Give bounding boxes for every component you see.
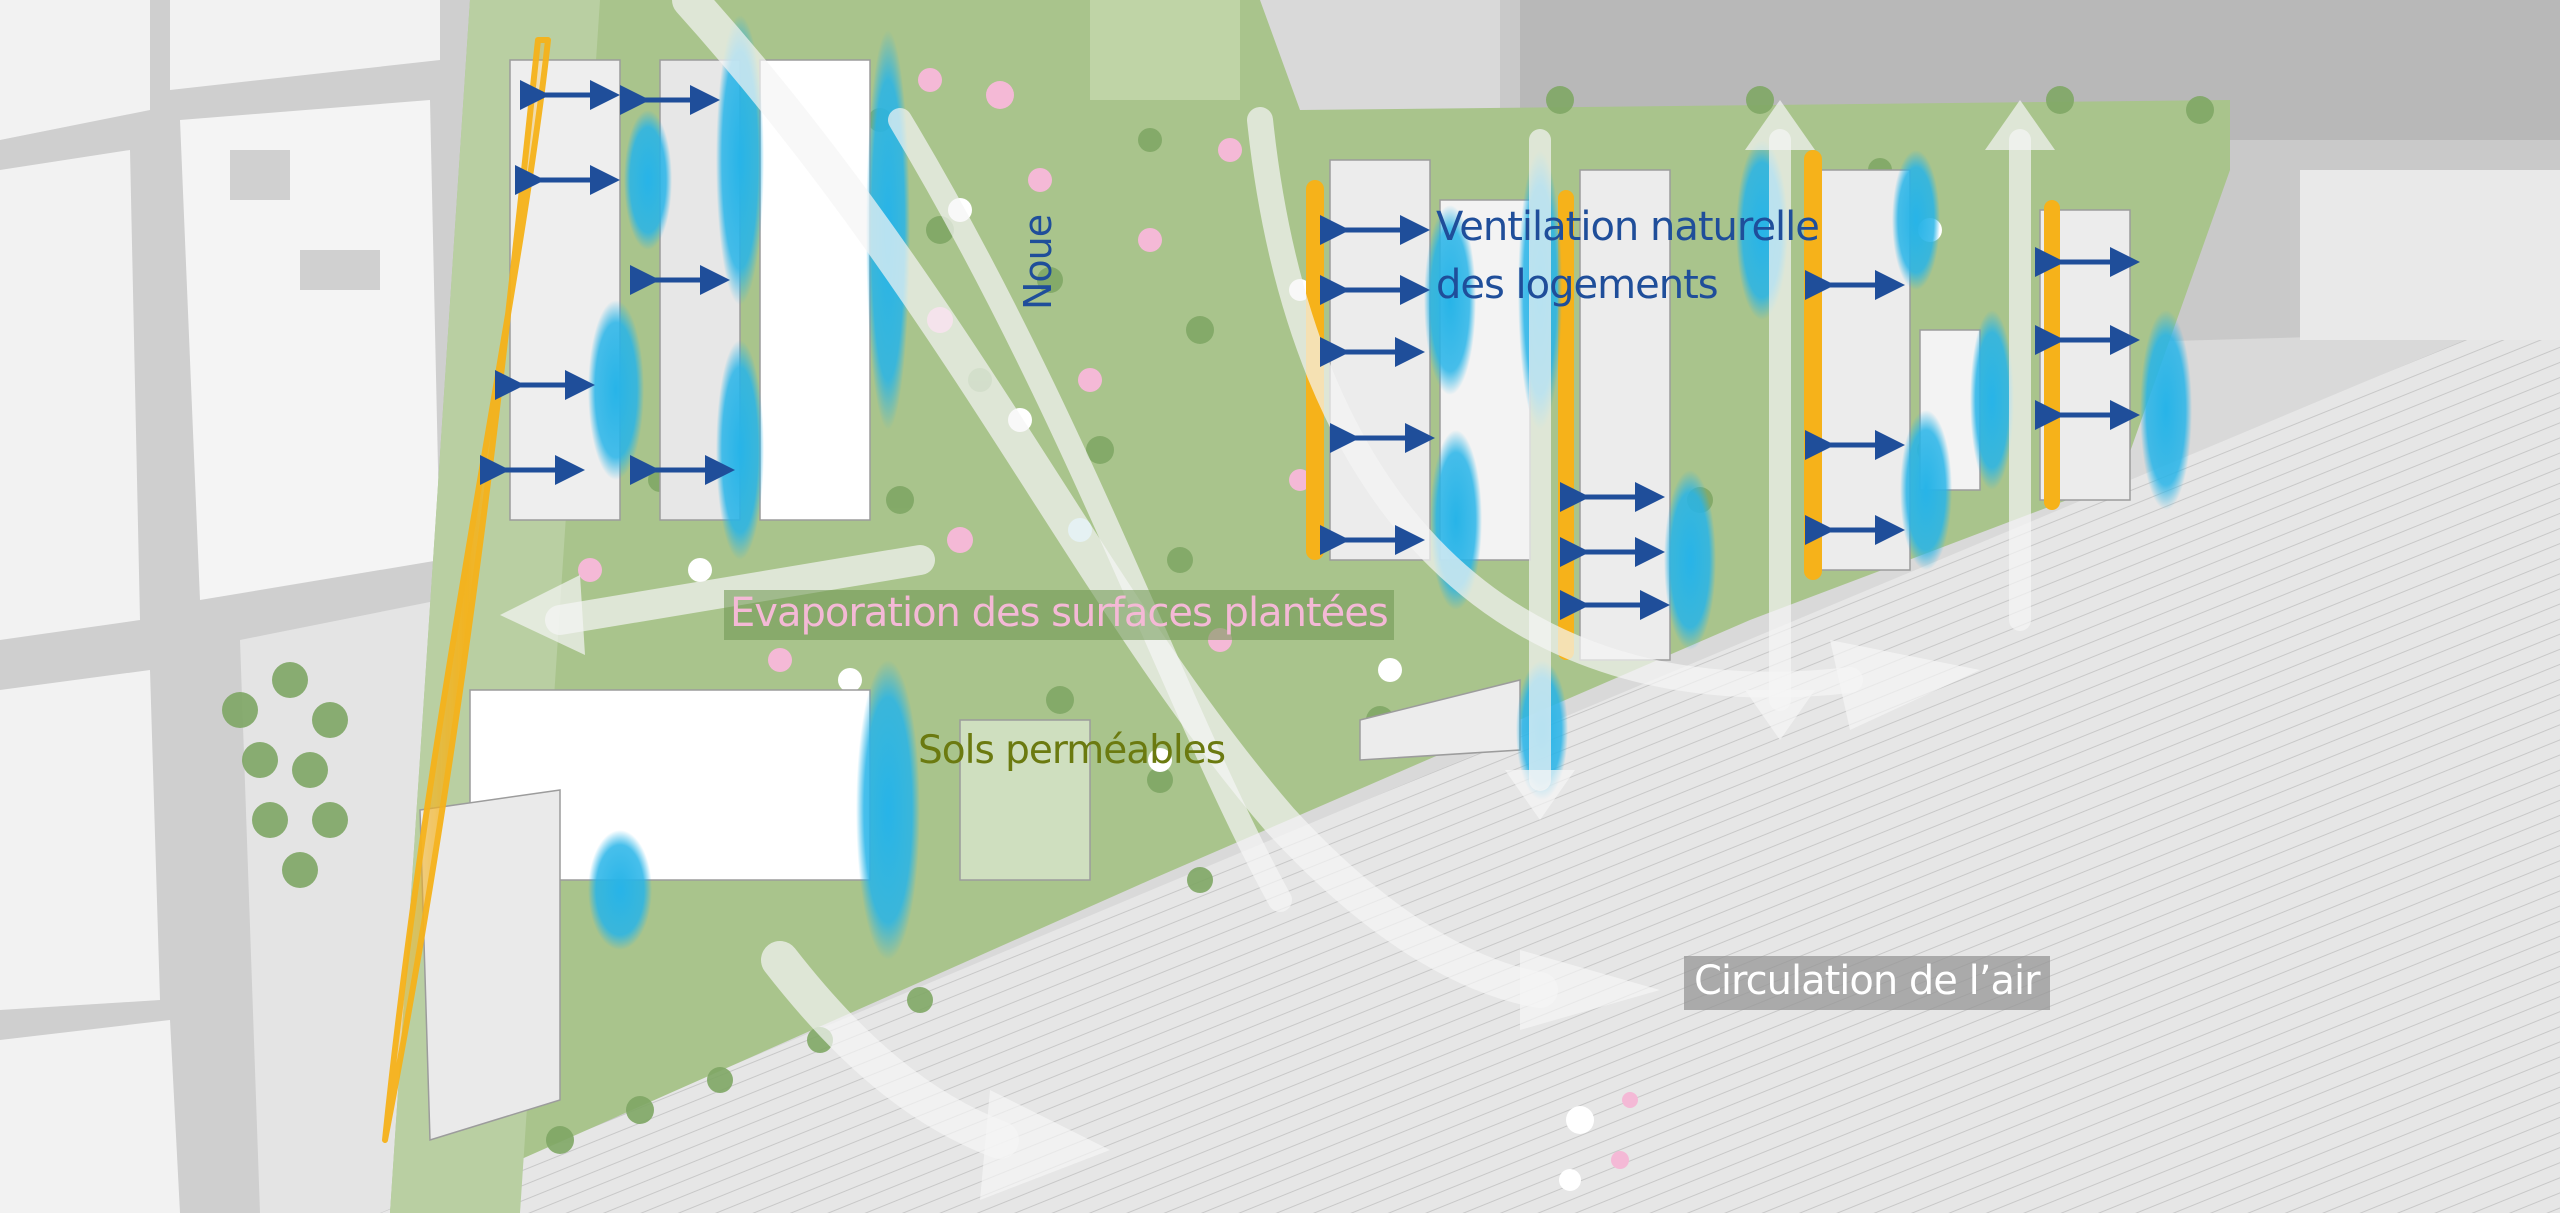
ventilation-label-line1: Ventilation naturelle: [1436, 204, 1820, 250]
air-flow-arrows: [500, 0, 2055, 1200]
city-blocks: [0, 0, 470, 1213]
swale-label: Noue: [1016, 214, 1060, 310]
ventilation-arrows: [480, 80, 2140, 620]
permeable-soils-label: Sols perméables: [918, 728, 1226, 773]
air-circulation-label: Circulation de l’air: [1684, 956, 2050, 1010]
evaporation-label: Evaporation des surfaces plantées: [724, 590, 1394, 640]
ventilation-label-line2: des logements: [1436, 262, 1719, 308]
ventilation-label: Ventilation naturelle des logements: [1436, 198, 1820, 314]
